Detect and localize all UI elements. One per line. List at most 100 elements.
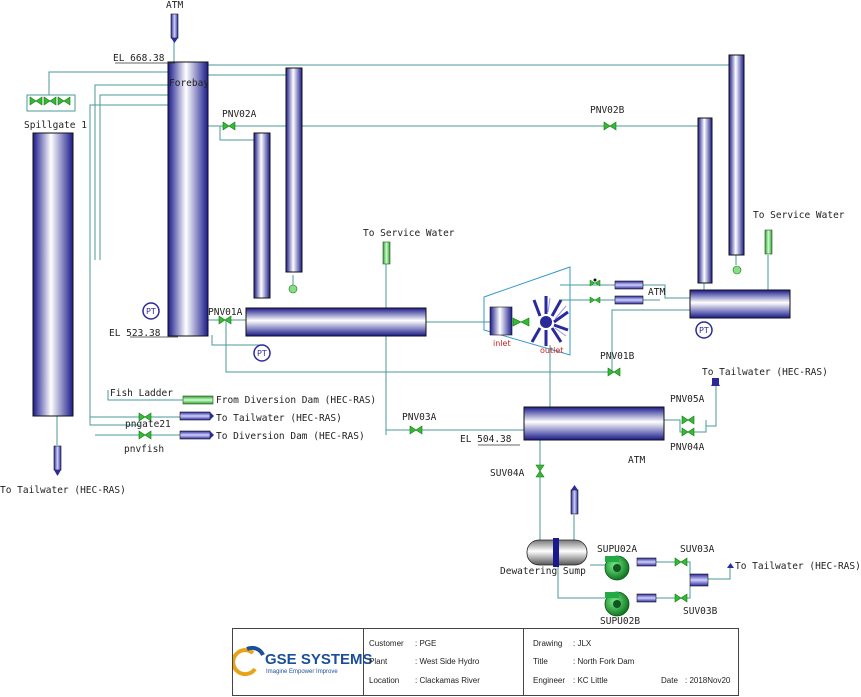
sump-vent — [570, 489, 579, 515]
valve-pnv01b — [607, 367, 621, 377]
penstock-tank — [245, 307, 427, 337]
pipe-network — [48, 40, 769, 599]
turbine-out-1 — [614, 280, 644, 290]
label-from-diversion: From Diversion Dam (HEC-RAS) — [216, 395, 376, 406]
label-el-504: EL 504.38 — [460, 434, 512, 445]
tank-upper-mid — [285, 67, 303, 273]
label-pnvfish: pnvfish — [124, 444, 164, 455]
tanks — [32, 54, 791, 441]
forebay-tank — [167, 61, 209, 337]
label-pnv03a: PNV03A — [402, 412, 437, 423]
label-atm-right: ATM — [648, 287, 665, 298]
date-value: : 2018Nov20 — [685, 676, 731, 685]
pt-gauge-right: PT — [695, 321, 713, 339]
label-supu02b: SUPU02B — [600, 616, 640, 627]
pump-a-discharge — [636, 557, 657, 567]
valve-pnv03a — [409, 425, 423, 435]
date-label: Date — [661, 676, 678, 685]
valve-pnv04a — [681, 427, 695, 437]
tailrace-tank — [523, 406, 665, 441]
from-diversion-inlet — [182, 395, 214, 405]
plant-value: : West Side Hydro — [415, 657, 480, 666]
valve-pngate21 — [138, 412, 152, 422]
label-suv03b: SUV03B — [683, 606, 718, 617]
leader-lines — [115, 62, 520, 446]
label-supu02a: SUPU02A — [597, 544, 637, 555]
turbine-runner-icon — [530, 296, 569, 346]
spillway-tank — [32, 132, 74, 417]
valve-suv04a — [535, 464, 545, 478]
label-to-diversion: To Diversion Dam (HEC-RAS) — [216, 431, 365, 442]
svg-text:PT: PT — [257, 349, 267, 358]
title-label: Title — [533, 657, 548, 666]
logo-swirl-icon — [231, 648, 257, 677]
label-pnv01b: PNV01B — [600, 351, 635, 362]
label-suv03a: SUV03A — [680, 544, 715, 555]
label-pnv02a: PNV02A — [222, 109, 257, 120]
valve-pnv02b — [603, 121, 617, 131]
label-forebay: Forebay — [169, 78, 209, 89]
diversion-outlet — [179, 430, 211, 440]
plant-label: Plant — [369, 657, 388, 666]
gse-logo: GSE SYSTEMS Imagine Empower Improve — [231, 629, 373, 695]
customer-value: : PGE — [415, 639, 437, 648]
tank-pnv02a — [253, 132, 271, 299]
valve-pnv02a — [222, 121, 236, 131]
turbine-unit[interactable]: inlet outlet — [483, 266, 601, 356]
label-outlet: outlet — [540, 346, 563, 355]
atm-vent-top — [170, 13, 179, 39]
engineer-value: : KC Little — [573, 676, 608, 685]
logo-main-text: GSE SYSTEMS — [265, 651, 373, 668]
label-atm-lower: ATM — [628, 455, 645, 466]
valves[interactable] — [138, 121, 742, 603]
label-atm-top: ATM — [166, 0, 183, 11]
tank-right-tall — [728, 54, 745, 256]
label-to-service-water-2: To Service Water — [753, 210, 845, 221]
service-water-outlet-2 — [764, 229, 773, 255]
label-to-tailwater-bottom: To Tailwater (HEC-RAS) — [735, 561, 861, 572]
check-valve-upper — [288, 284, 298, 294]
pt-gauge-penstock: PT — [253, 344, 271, 362]
label-pnv01a: PNV01A — [208, 307, 243, 318]
label-pnv05a: PNV05A — [670, 394, 705, 405]
engineer-label: Engineer — [533, 676, 566, 685]
label-to-tailwater-left: To Tailwater (HEC-RAS) — [0, 485, 126, 496]
label-el-523: EL 523.38 — [109, 328, 161, 339]
label-spillgate: Spillgate 1 — [24, 120, 87, 131]
customer-label: Customer — [369, 639, 404, 648]
drawing-label: Drawing — [533, 639, 563, 648]
pt-gauges[interactable]: PT PT PT — [142, 302, 713, 362]
tank-pnv02b — [697, 117, 713, 284]
tailwater-mid-outlet — [179, 411, 211, 421]
spillgate-assembly[interactable]: Spillgate 1 — [24, 94, 87, 131]
labels: ATM EL 668.38 Forebay PNV02A PNV02B To S… — [0, 0, 861, 627]
label-to-service-water-1: To Service Water — [363, 228, 455, 239]
svg-text:PT: PT — [146, 307, 156, 316]
turbine-out-2 — [614, 295, 644, 305]
valve-suv03a — [674, 557, 688, 567]
dewatering-sump-assembly[interactable] — [526, 538, 630, 617]
valve-suv03b — [674, 593, 688, 603]
location-label: Location — [369, 676, 400, 685]
pump-b-discharge — [636, 593, 657, 603]
outlet-pipes — [53, 13, 773, 603]
label-pnv02b: PNV02B — [590, 105, 625, 116]
turbine-inlet — [489, 306, 513, 336]
valve-pnvfish — [138, 430, 152, 440]
svg-text:PT: PT — [699, 326, 709, 335]
valve-pnv01a — [218, 315, 232, 325]
label-dewatering-sump: Dewatering Sump — [500, 566, 586, 577]
label-suv04a: SUV04A — [490, 468, 525, 479]
label-inlet: inlet — [493, 339, 511, 348]
valve-pnv05a — [681, 415, 695, 425]
check-valve-right — [732, 265, 742, 275]
label-el-668: EL 668.38 — [113, 53, 165, 64]
title-value: : North Fork Dam — [573, 657, 635, 666]
service-water-outlet-1 — [382, 241, 391, 265]
label-fish-ladder: Fish Ladder — [110, 388, 173, 399]
pump-supu02a — [604, 555, 630, 581]
label-pngate21: pngate21 — [125, 419, 171, 430]
pt-gauge-forebay: PT — [142, 302, 160, 320]
header-box — [689, 573, 709, 587]
